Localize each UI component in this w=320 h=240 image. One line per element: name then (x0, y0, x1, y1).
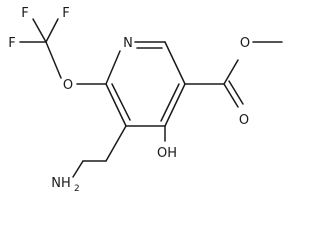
bond-c5-c4-double (160, 83, 180, 122)
trifluoromethoxy-group (19, 18, 107, 85)
ester-oxygen-label: O (240, 36, 250, 51)
amine-subscript-label: 2 (74, 184, 80, 193)
molecule-diagram: F F F O N O O OH NH 2 (8, 6, 283, 193)
bond-c5-c4 (164, 83, 186, 127)
bond-carbonyl-o-double-b (228, 80, 244, 105)
fluorine-label: F (21, 6, 28, 21)
methyl-ester-group (184, 41, 283, 108)
bond-c6-c5 (164, 41, 186, 85)
bond-n-to-label (72, 160, 84, 178)
aminomethyl-group (82, 125, 127, 162)
carbonyl-oxygen-label: O (239, 113, 249, 128)
fluorine-label: F (62, 6, 69, 21)
bond-c3-ch2 (105, 125, 127, 162)
bond-cf3-f-top-left (32, 18, 47, 43)
bond-c2-n1 (105, 50, 121, 85)
fluorine-label: F (8, 36, 15, 51)
ring-nitrogen-label: N (123, 36, 133, 51)
structure-canvas: F F F O N O O OH NH 2 (8, 6, 283, 193)
hydroxyl-label: OH (157, 146, 177, 161)
bond-c3-c2 (105, 83, 127, 127)
pyridine-ring (105, 41, 186, 127)
bond-c3-c2-double (111, 83, 131, 121)
ether-oxygen-label: O (63, 78, 73, 93)
bond-o-cf3 (45, 41, 62, 79)
amine-label: NH (51, 176, 71, 191)
bond-carbonyl-o-double-a (223, 83, 239, 108)
bond-cf3-f-top-right (45, 18, 59, 43)
bond-carbonyl-o-single (223, 59, 239, 85)
